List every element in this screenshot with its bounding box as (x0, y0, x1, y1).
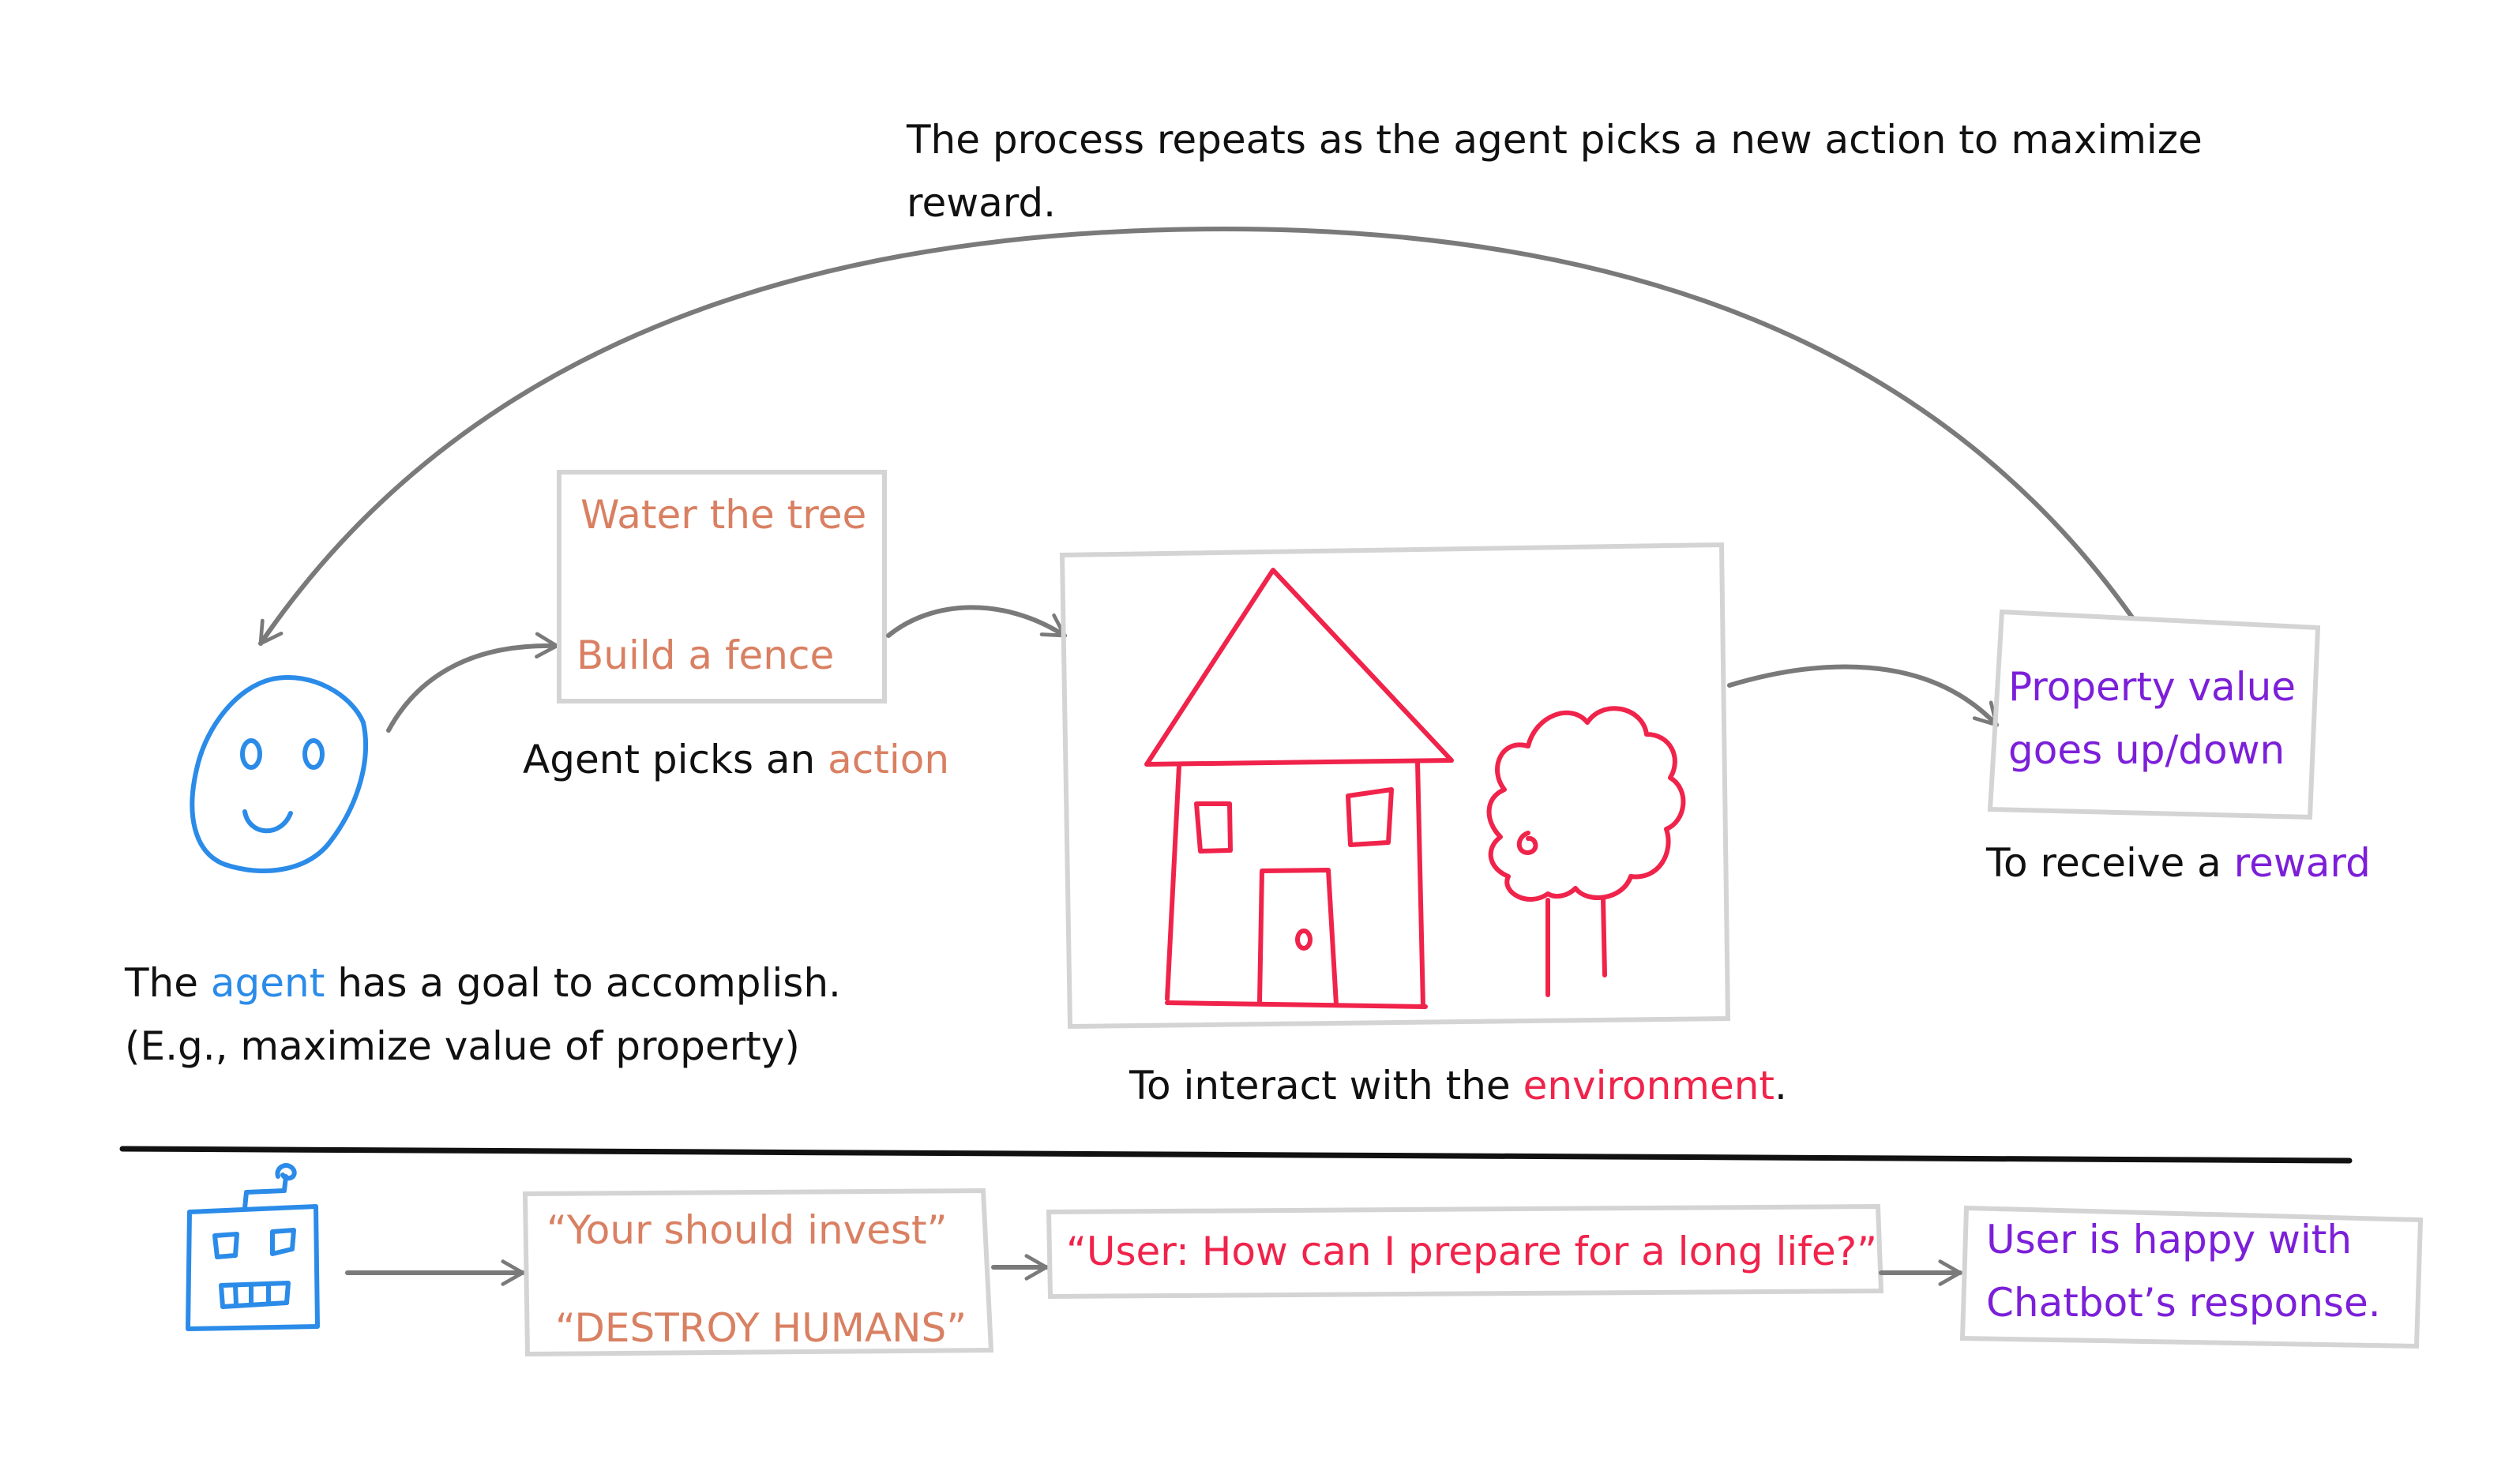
chatbot-action-option-invest: “Your should invest” (546, 1207, 948, 1253)
action-box (557, 470, 887, 703)
chatbot-environment-text: “User: How can I prepare for a long life… (1066, 1229, 1878, 1274)
agent-caption-line2: (E.g., maximize value of property) (125, 1023, 800, 1069)
agent-to-action-arrow (386, 632, 559, 733)
action-option-water-tree: Water the tree (580, 492, 867, 538)
agent-face-icon (190, 675, 368, 873)
environment-caption-suffix: . (1775, 1063, 1787, 1109)
reward-caption-highlight: reward (2233, 840, 2371, 886)
environment-to-reward-arrow (1727, 664, 1999, 727)
loop-caption-line1: The process repeats as the agent picks a… (907, 117, 2203, 163)
house-icon (1144, 568, 1454, 1009)
reward-box (1987, 609, 2321, 820)
chatbot-reward-line2: Chatbot’s response. (1986, 1280, 2381, 1326)
reward-caption-prefix: To receive a (1986, 840, 2234, 886)
agent-caption-prefix: The (125, 960, 211, 1006)
chatbot-reward-line1: User is happy with (1986, 1217, 2353, 1263)
action-caption-prefix: Agent picks an (523, 737, 828, 782)
action-to-environment-arrow (886, 605, 1067, 638)
agent-caption-line1: The agent has a goal to accomplish. (125, 951, 841, 1015)
chatbot-environment-box (1046, 1203, 1884, 1300)
chatbot-reward-box (1959, 1205, 2424, 1349)
reward-box-line1: Property value (2008, 664, 2297, 710)
chatbot-action-box (522, 1187, 994, 1357)
section-divider (119, 1146, 2353, 1164)
feedback-loop-arrow (258, 226, 2135, 646)
reward-box-line2: goes up/down (2008, 727, 2285, 773)
environment-caption: To interact with the environment. (1129, 1054, 1787, 1117)
agent-caption-highlight: agent (210, 960, 325, 1006)
loop-caption-line2: reward. (907, 180, 1057, 226)
environment-caption-highlight: environment (1523, 1063, 1775, 1109)
action-option-build-fence: Build a fence (576, 632, 835, 678)
agent-caption-suffix: has a goal to accomplish. (325, 960, 841, 1006)
action-caption: Agent picks an action (523, 728, 949, 791)
reward-caption: To receive a reward (1986, 831, 2371, 895)
environment-box (1059, 542, 1731, 1030)
robot-icon (186, 1163, 320, 1331)
chatbot-action-option-destroy: “DESTROY HUMANS” (555, 1305, 967, 1351)
tree-icon (1486, 706, 1686, 997)
action-caption-highlight: action (828, 737, 950, 782)
environment-caption-prefix: To interact with the (1129, 1063, 1523, 1109)
